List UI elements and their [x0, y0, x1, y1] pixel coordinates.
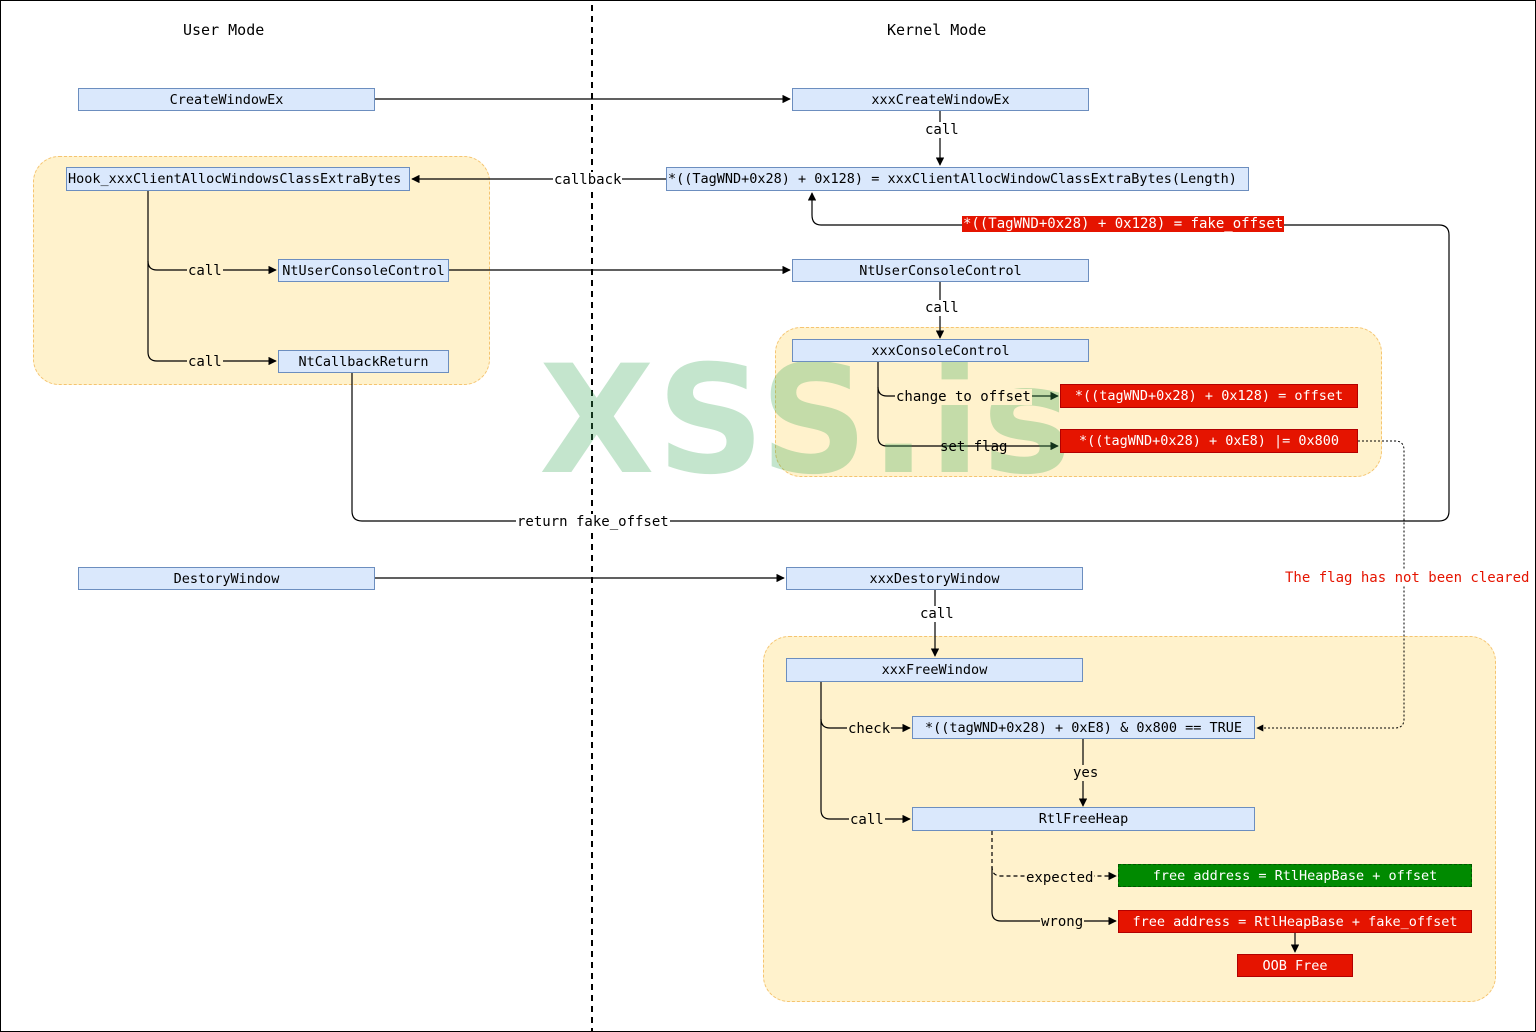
nt-user-console-control-user-node[interactable]: NtUserConsoleControl	[278, 259, 449, 282]
edge-label-change-to-offset: change to offset	[895, 389, 1032, 405]
xxx-free-window-node[interactable]: xxxFreeWindow	[786, 658, 1083, 682]
create-window-ex-node[interactable]: CreateWindowEx	[78, 88, 375, 111]
edge-label-call: call	[919, 606, 955, 622]
xxx-create-window-ex-node[interactable]: xxxCreateWindowEx	[792, 88, 1089, 111]
edge-label-fake-offset-assign: *((TagWND+0x28) + 0x128) = fake_offset	[962, 216, 1285, 232]
nt-user-console-control-kernel-node[interactable]: NtUserConsoleControl	[792, 259, 1089, 282]
expected-free-address-node[interactable]: free address = RtlHeapBase + offset	[1118, 864, 1472, 887]
edge-label-set-flag: set flag	[940, 439, 1008, 455]
edge-free-to-rtlfreeheap	[820, 719, 911, 824]
hook-alloc-extra-bytes-node[interactable]: Hook_xxxClientAllocWindowsClassExtraByte…	[66, 167, 410, 191]
oob-free-node[interactable]: OOB Free	[1237, 954, 1353, 977]
nt-callback-return-node[interactable]: NtCallbackReturn	[278, 350, 449, 373]
edge-label-wrong: wrong	[1040, 914, 1085, 930]
edge-hook-to-callbackreturn	[147, 261, 277, 366]
edge-label-expected: expected	[1025, 870, 1095, 886]
rtl-free-heap-node[interactable]: RtlFreeHeap	[912, 807, 1255, 831]
user-mode-header: User Mode	[183, 21, 265, 39]
edge-return-fake-offset	[351, 192, 1450, 522]
xxx-destory-window-node[interactable]: xxxDestoryWindow	[786, 567, 1083, 590]
edge-label-call: call	[187, 354, 223, 370]
xxx-console-control-node[interactable]: xxxConsoleControl	[792, 339, 1089, 362]
set-flag-node[interactable]: *((tagWND+0x28) + 0xE8) |= 0x800	[1060, 429, 1358, 453]
check-flag-node[interactable]: *((tagWND+0x28) + 0xE8) & 0x800 == TRUE	[912, 716, 1255, 739]
edge-rtl-to-wrong	[991, 867, 1117, 926]
edge-label-call: call	[187, 263, 223, 279]
edge-label-call: call	[849, 812, 885, 828]
wrong-free-address-node[interactable]: free address = RtlHeapBase + fake_offset	[1118, 910, 1472, 933]
destory-window-node[interactable]: DestoryWindow	[78, 567, 375, 590]
edge-label-check: check	[847, 721, 892, 737]
edge-label-callback: callback	[553, 172, 623, 188]
edge-label-flag-not-cleared: The flag has not been cleared	[1284, 570, 1531, 586]
alloc-extra-bytes-call-node[interactable]: *((TagWND+0x28) + 0x128) = xxxClientAllo…	[666, 167, 1249, 191]
edge-console-to-flag	[877, 387, 1059, 451]
edge-label-yes: yes	[1072, 765, 1100, 781]
edge-label-return-fake-offset: return fake_offset	[516, 514, 670, 530]
edge-hook-to-ntuser	[147, 191, 277, 275]
edge-flag-to-check	[1256, 440, 1405, 732]
edge-label-call: call	[924, 122, 960, 138]
edge-label-call: call	[924, 300, 960, 316]
set-offset-node[interactable]: *((tagWND+0x28) + 0x128) = offset	[1060, 384, 1358, 408]
kernel-mode-header: Kernel Mode	[887, 21, 987, 39]
